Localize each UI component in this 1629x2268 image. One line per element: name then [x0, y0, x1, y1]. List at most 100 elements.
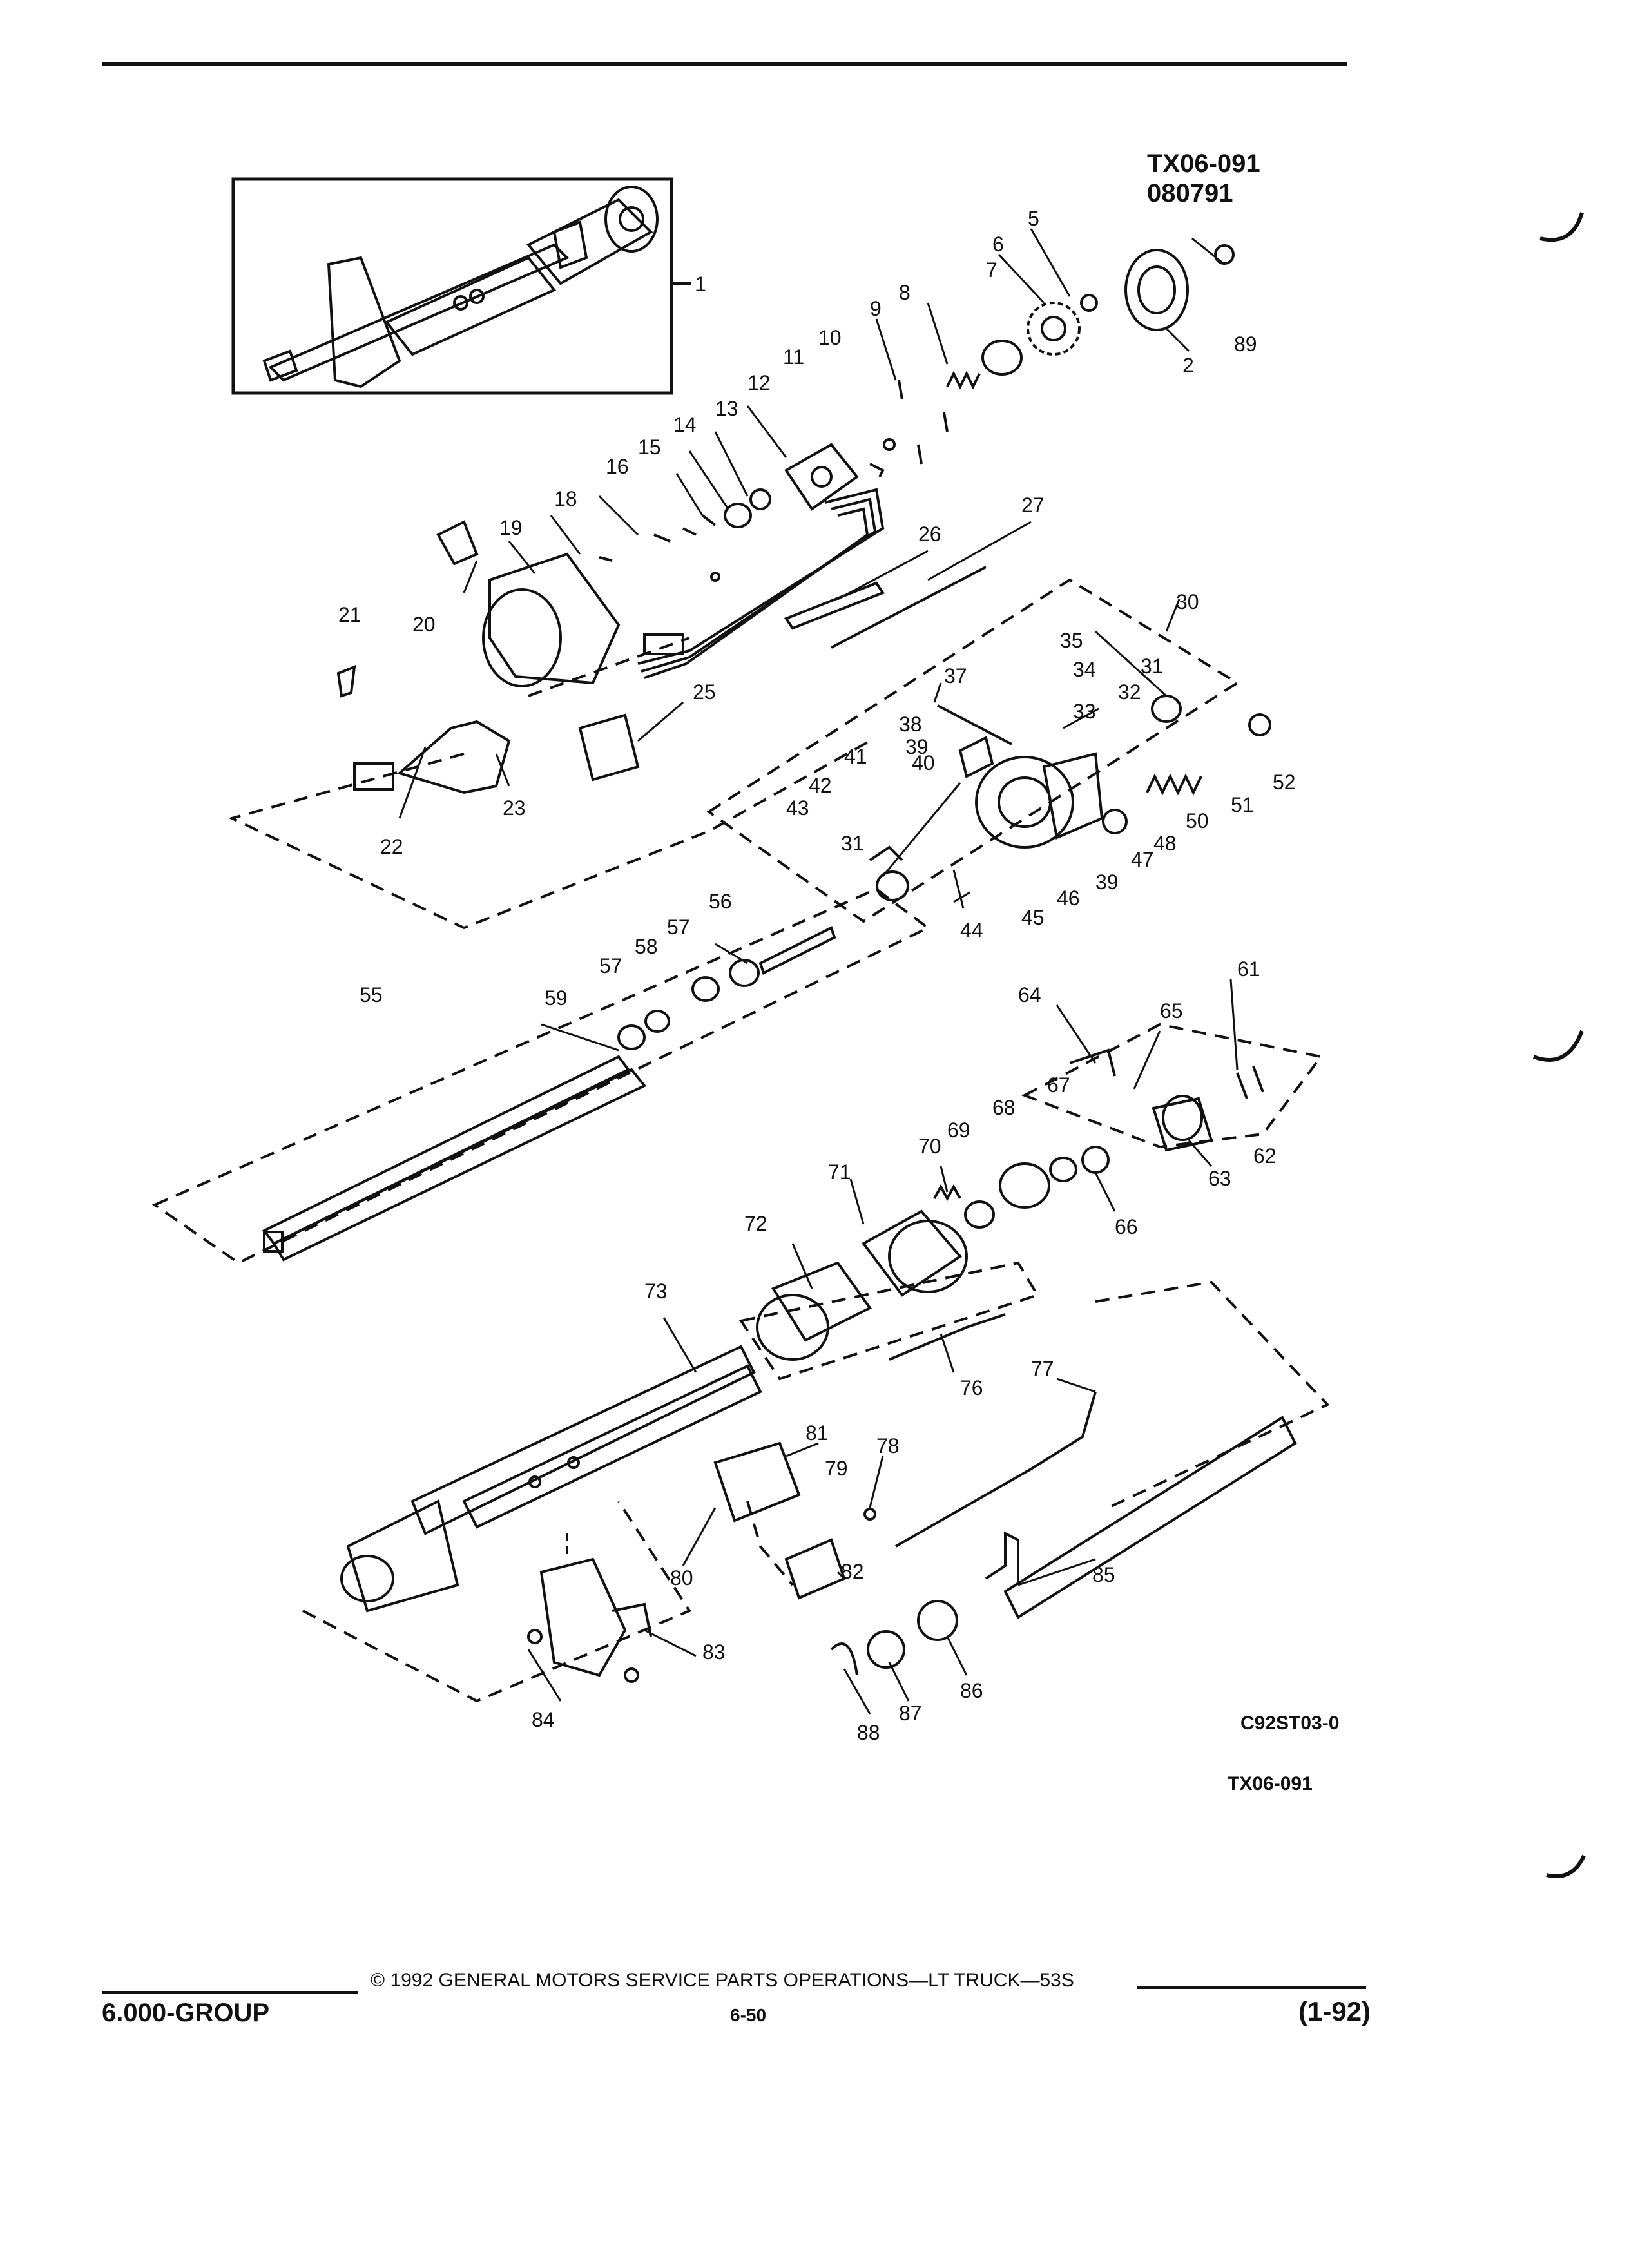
- bracket-group: [527, 1557, 652, 1683]
- ring-part-5: [1080, 294, 1098, 312]
- callout-61: 61: [1237, 957, 1260, 981]
- steering-shaft-part-59: [262, 1055, 631, 1245]
- callout-39a: 39: [905, 735, 929, 758]
- lower-column-group: [340, 1345, 762, 1613]
- callout-48: 48: [1153, 832, 1177, 855]
- callout-85: 85: [1092, 1563, 1115, 1586]
- callout-labels: 1 2 5 6 7 8 9 10 11 12 13 14 15 16 18 19…: [338, 207, 1296, 1744]
- callout-58: 58: [635, 935, 658, 958]
- callout-63: 63: [1208, 1167, 1231, 1190]
- callout-31a: 31: [1141, 655, 1164, 678]
- callout-57a: 57: [667, 916, 690, 939]
- lock-housing-part-46: [975, 756, 1074, 849]
- callout-1: 1: [695, 273, 706, 296]
- callout-38: 38: [899, 713, 922, 736]
- callout-2: 2: [1182, 354, 1194, 377]
- callout-83: 83: [702, 1640, 726, 1664]
- spring-part-70: [933, 1184, 961, 1202]
- rod-part-77: [895, 1391, 1097, 1548]
- switch-part-82: [784, 1538, 846, 1600]
- middle-parts-group: [756, 1146, 1110, 1361]
- callout-23: 23: [503, 796, 526, 820]
- callout-84: 84: [532, 1708, 555, 1731]
- margin-mark: [1532, 1030, 1584, 1062]
- spring-part-51: [1146, 773, 1202, 796]
- ring-part-14: [724, 503, 752, 528]
- ring-part-13: [749, 488, 771, 510]
- footer-copyright: © 1992 GENERAL MOTORS SERVICE PARTS OPER…: [371, 1970, 1074, 1991]
- callout-57b: 57: [599, 954, 622, 977]
- upper-group-outline: [228, 740, 871, 930]
- callout-51: 51: [1231, 793, 1254, 816]
- callout-55: 55: [360, 983, 383, 1006]
- ring-part-31: [1151, 695, 1182, 723]
- lock-group-outline: [706, 578, 1240, 923]
- assembly-inset-box: [231, 177, 673, 395]
- callout-21: 21: [338, 603, 361, 626]
- leader-lines: [398, 228, 1239, 1715]
- callout-65: 65: [1160, 999, 1183, 1023]
- header-date-code: 080791: [1147, 179, 1233, 207]
- callout-73: 73: [644, 1280, 668, 1303]
- bearing-group-outline: [1021, 1023, 1324, 1149]
- callout-77: 77: [1031, 1357, 1054, 1380]
- margin-mark: [1539, 212, 1584, 242]
- callout-34: 34: [1073, 658, 1096, 681]
- callout-7: 7: [986, 258, 998, 282]
- ring-part-66: [1081, 1146, 1110, 1174]
- housing-part-19: [488, 552, 621, 685]
- callout-86: 86: [960, 1679, 983, 1702]
- seat-part-87: [867, 1630, 905, 1669]
- callout-66: 66: [1115, 1215, 1138, 1238]
- callout-40: 40: [912, 751, 935, 774]
- callout-10: 10: [818, 326, 842, 349]
- spring-part-8: [946, 370, 981, 390]
- callout-81: 81: [805, 1421, 829, 1445]
- footer-group-label: 6.000-GROUP: [102, 1999, 270, 2027]
- callout-22: 22: [380, 835, 403, 858]
- callout-50: 50: [1186, 809, 1209, 832]
- shroud-part-72: [771, 1261, 872, 1342]
- callout-39b: 39: [1095, 870, 1119, 894]
- callout-31b: 31: [841, 832, 864, 855]
- footer-page-number: 6-50: [730, 2005, 767, 2025]
- callout-80: 80: [670, 1566, 693, 1590]
- lock-parts-group: [869, 695, 1271, 901]
- switch-part-12: [784, 443, 859, 511]
- footer-revision-date: (1-92): [1298, 1996, 1371, 2026]
- callout-19: 19: [499, 516, 523, 539]
- shroud-group-outline: [738, 1261, 1040, 1381]
- callout-12: 12: [747, 371, 771, 394]
- callout-82: 82: [841, 1560, 864, 1583]
- callout-89: 89: [1234, 332, 1257, 356]
- callout-78: 78: [876, 1434, 900, 1457]
- shaft-parts-group: [262, 926, 836, 1262]
- nut-part-89: [1214, 244, 1235, 265]
- callout-37: 37: [944, 664, 967, 687]
- cover-part-2: [1124, 249, 1189, 331]
- callout-72: 72: [744, 1212, 767, 1235]
- washer-part-67: [1049, 1157, 1077, 1182]
- callout-6: 6: [992, 233, 1004, 256]
- callout-62: 62: [1253, 1144, 1277, 1168]
- washer-part-69: [964, 1200, 995, 1229]
- callout-88: 88: [857, 1721, 880, 1744]
- jacket-part-73: [410, 1345, 756, 1535]
- callout-71: 71: [828, 1160, 851, 1184]
- lower-group-outline: [302, 1500, 691, 1703]
- callout-47: 47: [1131, 848, 1154, 871]
- bearing-part-68: [999, 1162, 1050, 1209]
- callout-67: 67: [1047, 1073, 1070, 1097]
- bracket-part-83: [539, 1557, 627, 1677]
- callout-41: 41: [844, 745, 867, 768]
- gear-part-6: [1027, 302, 1081, 356]
- callout-44: 44: [960, 919, 983, 942]
- callout-46: 46: [1057, 887, 1080, 910]
- callout-79: 79: [825, 1457, 848, 1480]
- figure-reference: TX06-091: [1228, 1773, 1313, 1794]
- callout-42: 42: [809, 774, 832, 797]
- callout-5: 5: [1028, 207, 1039, 230]
- mount-flange: [346, 1499, 459, 1613]
- assembled-column-illustration: [262, 186, 659, 389]
